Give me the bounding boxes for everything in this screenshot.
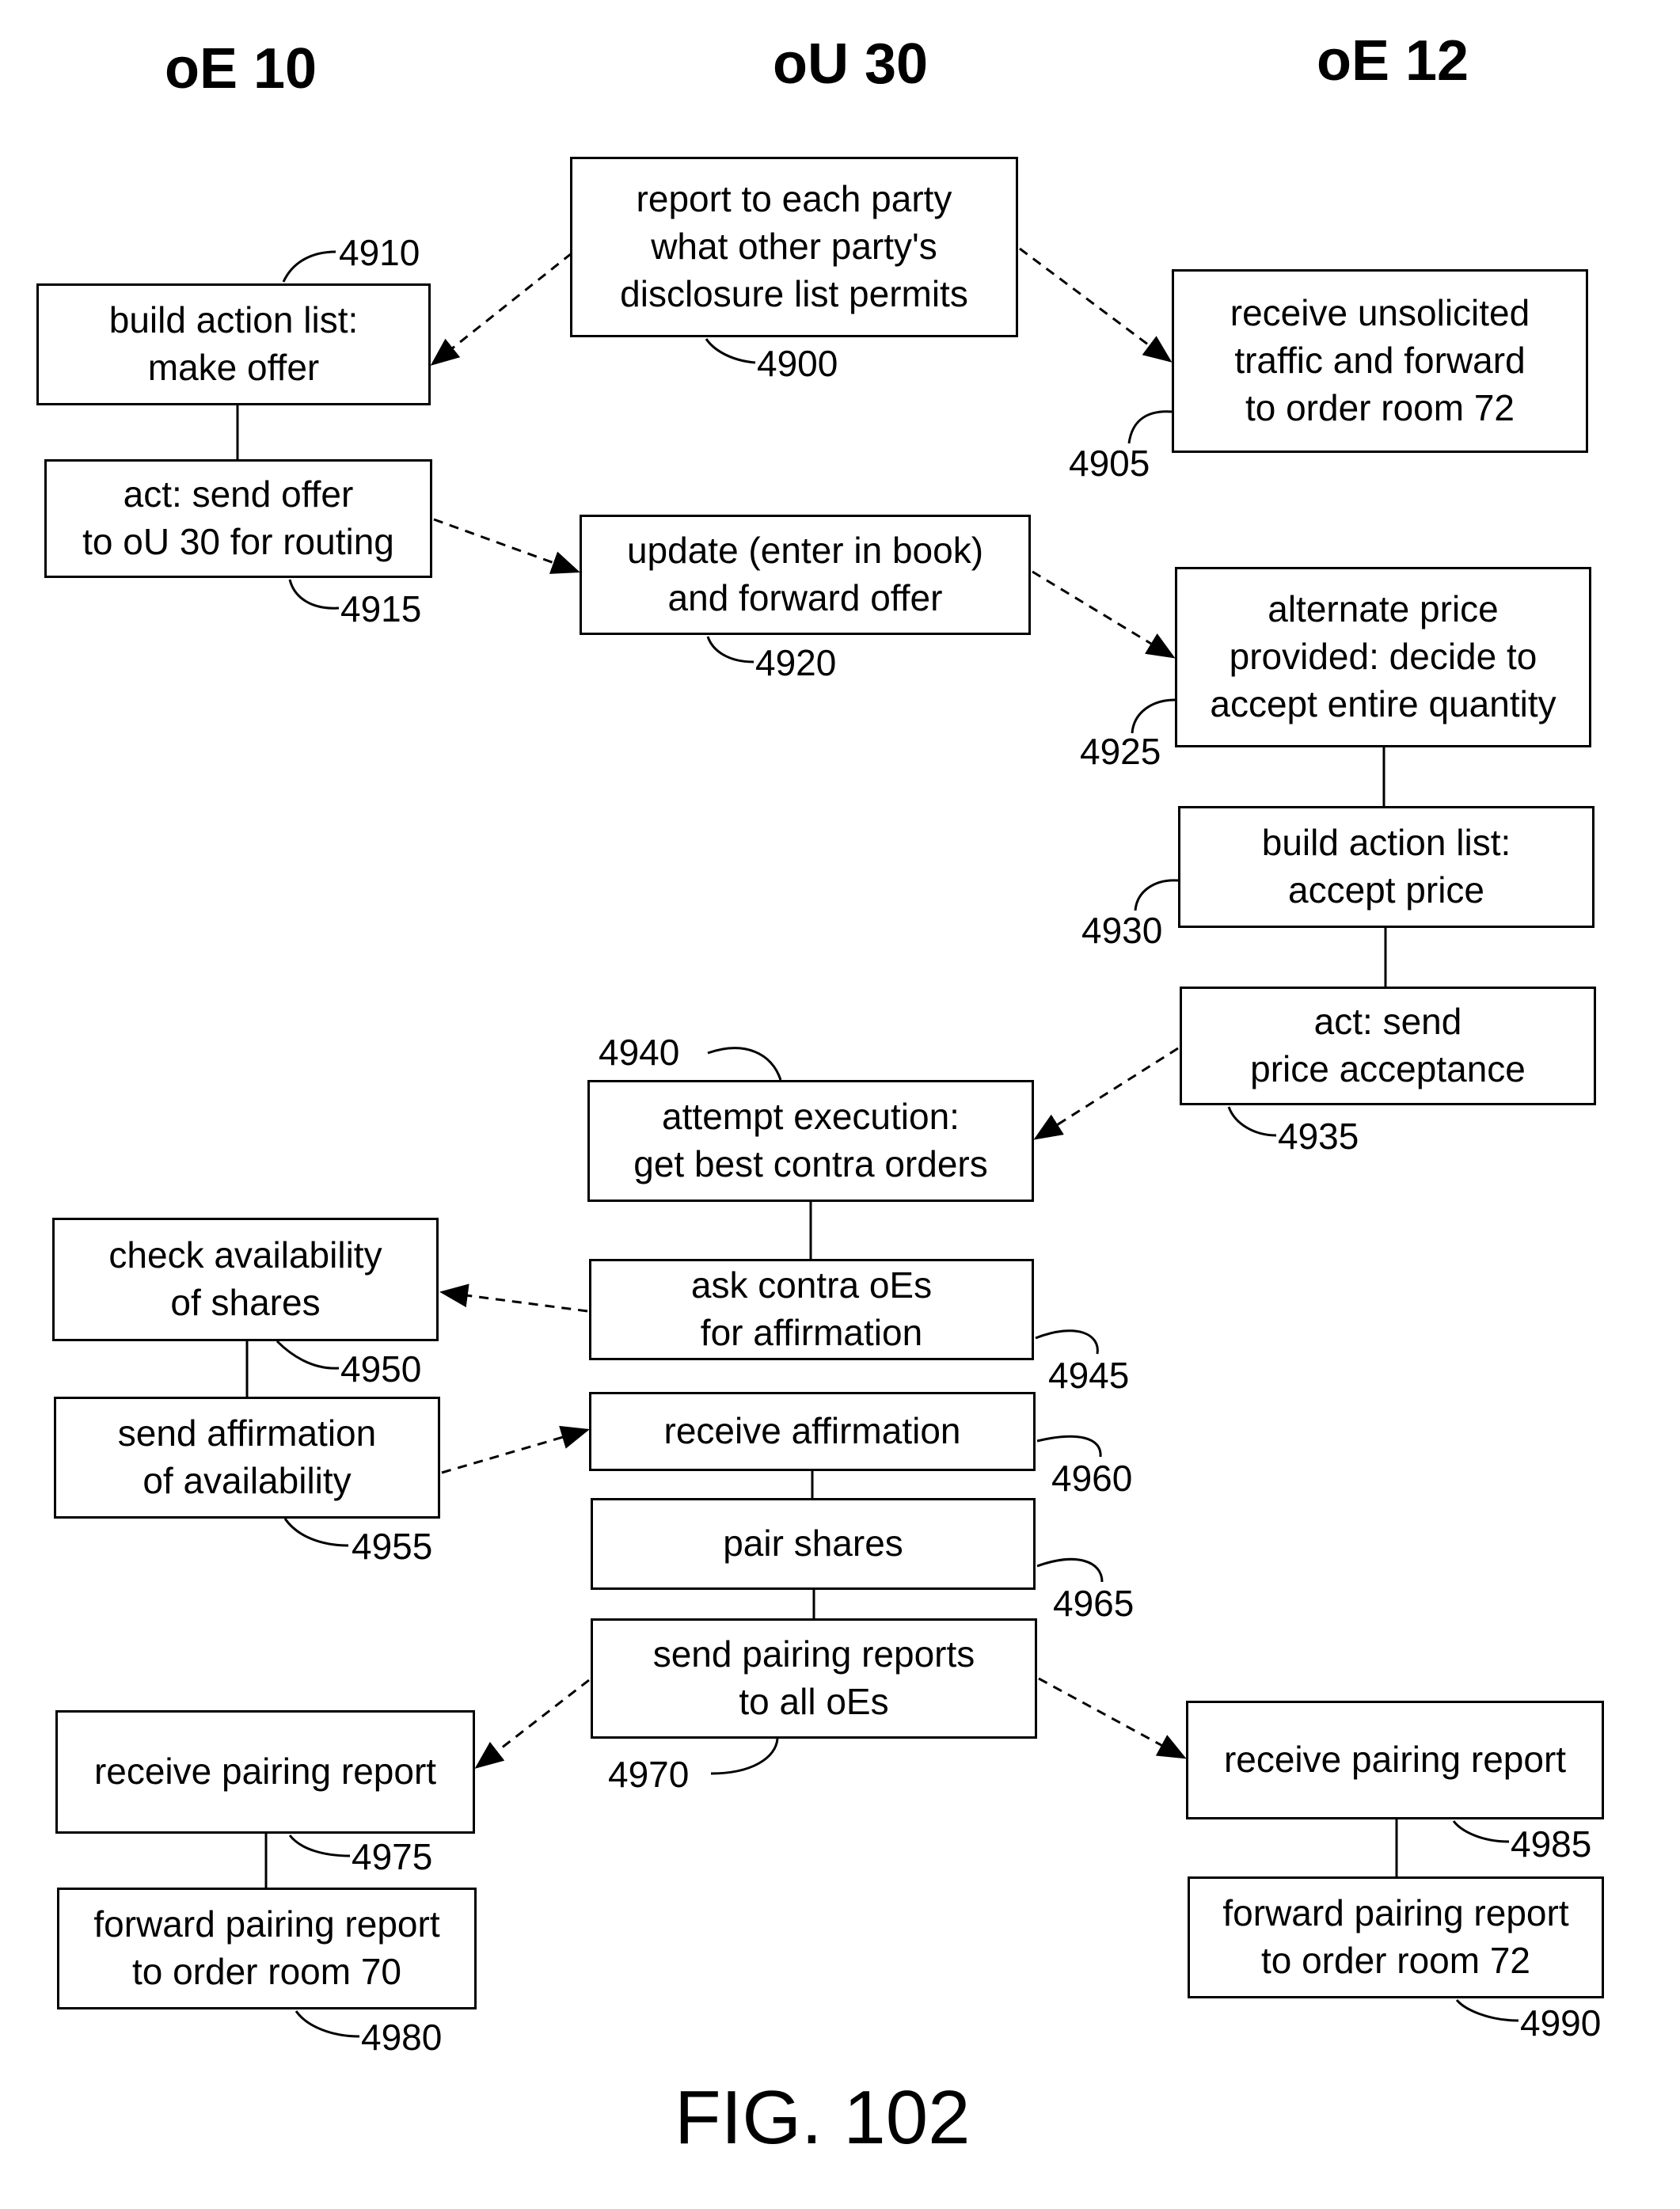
step-4955-box: send affirmation of availability [54,1397,440,1519]
step-4920-box: update (enter in book) and forward offer [580,515,1031,635]
ref-label-4965: 4965 [1053,1582,1134,1625]
ref-label-4920: 4920 [755,641,836,684]
leader-line-4975 [290,1835,350,1856]
ref-label-4955: 4955 [352,1525,432,1568]
step-4980-box: forward pairing report to order room 70 [57,1888,477,2009]
connector-4900-to-4905 [1020,249,1170,361]
leader-line-4925 [1132,700,1175,733]
figure-label: FIG. 102 [675,2074,971,2161]
leader-line-4945 [1036,1331,1097,1354]
step-4925-box: alternate price provided: decide to acce… [1175,567,1591,747]
ref-label-4985: 4985 [1511,1823,1591,1865]
leader-line-4990 [1457,2000,1518,2021]
ref-label-4940: 4940 [599,1031,679,1074]
connector-4970-to-4985 [1039,1679,1184,1758]
step-4950-box: check availability of shares [52,1218,439,1341]
step-4910-box: build action list: make offer [36,283,431,405]
ref-label-4905: 4905 [1069,442,1150,485]
step-4945-box: ask contra oEs for affirmation [589,1259,1034,1360]
ref-label-4975: 4975 [352,1835,432,1878]
step-4940-box: attempt execution: get best contra order… [587,1080,1034,1202]
ref-label-4930: 4930 [1081,909,1162,952]
leader-line-4955 [285,1519,348,1546]
leader-line-4915 [290,580,339,608]
step-4935-box: act: send price acceptance [1180,987,1596,1105]
step-4960-box: receive affirmation [589,1392,1036,1471]
leader-line-4980 [296,2011,359,2036]
step-4965-box: pair shares [591,1498,1036,1590]
leader-line-4930 [1135,880,1178,911]
step-4930-box: build action list: accept price [1178,806,1594,928]
leader-line-4905 [1129,412,1172,443]
leader-line-4935 [1229,1107,1276,1135]
column-header-ou30: oU 30 [773,32,928,97]
connector-4935-to-4940 [1036,1048,1178,1139]
step-4975-box: receive pairing report [55,1710,475,1834]
column-header-oe12: oE 12 [1317,29,1469,93]
connector-4900-to-4910 [432,253,572,364]
connector-4920-to-4925 [1032,572,1173,657]
connector-4955-to-4960 [442,1430,587,1473]
step-4915-box: act: send offer to oU 30 for routing [44,459,432,578]
step-4970-box: send pairing reports to all oEs [591,1618,1037,1739]
ref-label-4970: 4970 [608,1753,689,1796]
ref-label-4935: 4935 [1278,1115,1359,1158]
leader-line-4910 [283,252,336,282]
leader-line-4920 [708,637,754,662]
step-4990-box: forward pairing report to order room 72 [1188,1876,1604,1998]
step-4985-box: receive pairing report [1186,1701,1604,1819]
leader-line-4985 [1454,1821,1509,1842]
leader-line-4965 [1037,1559,1102,1582]
ref-label-4925: 4925 [1080,730,1161,773]
connector-4915-to-4920 [434,519,578,572]
ref-label-4950: 4950 [340,1348,421,1390]
leader-line-4970 [711,1739,777,1774]
leader-line-4940 [708,1048,781,1080]
leader-line-4960 [1037,1436,1100,1457]
ref-label-4990: 4990 [1520,2002,1601,2044]
ref-label-4910: 4910 [339,231,420,274]
column-header-oe10: oE 10 [165,36,317,101]
ref-label-4900: 4900 [757,342,838,385]
ref-label-4945: 4945 [1048,1354,1129,1397]
step-4905-box: receive unsolicited traffic and forward … [1172,269,1588,453]
connector-4945-to-4950 [442,1292,587,1311]
leader-line-4950 [277,1341,339,1368]
leader-line-4900 [706,339,755,363]
ref-label-4980: 4980 [361,2016,442,2059]
ref-label-4915: 4915 [340,587,421,630]
connector-4970-to-4975 [477,1680,589,1767]
step-4900-box: report to each party what other party's … [570,157,1018,337]
ref-label-4960: 4960 [1051,1457,1132,1500]
